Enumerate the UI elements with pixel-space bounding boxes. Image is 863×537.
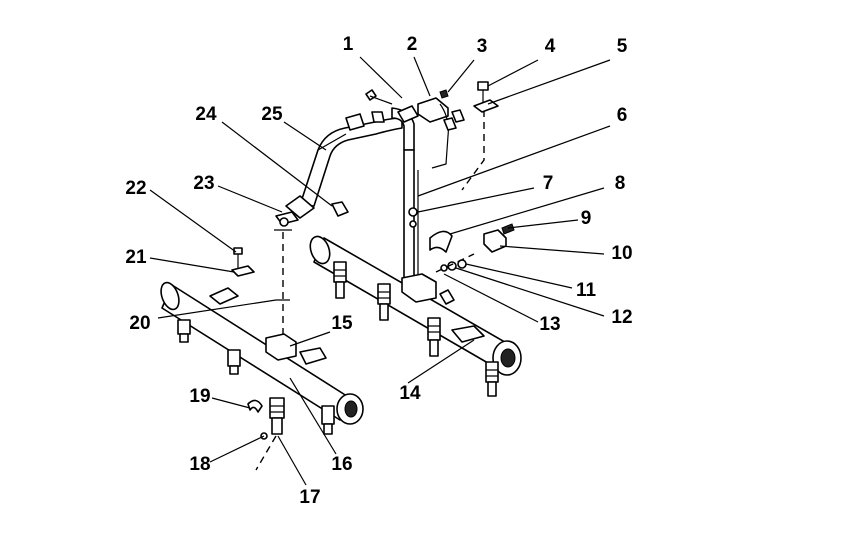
leader-line [465, 263, 573, 289]
injector [227, 349, 241, 375]
leader-line [499, 245, 605, 255]
leader-line [211, 397, 251, 409]
leader-line [507, 219, 579, 229]
injector [377, 283, 391, 321]
leader-line [217, 185, 283, 213]
injector [427, 317, 441, 357]
callout-18: 18 [189, 454, 210, 475]
callout-11: 11 [576, 280, 597, 301]
injector [177, 319, 191, 343]
callout-14: 14 [399, 383, 421, 404]
callout-19: 19 [189, 386, 210, 407]
callout-15: 15 [331, 313, 353, 334]
right-rail-injectors [333, 261, 499, 397]
injector [321, 405, 335, 435]
right-fuel-rail [309, 235, 522, 376]
crossover-pipe [299, 89, 457, 207]
leader-line [443, 273, 539, 323]
callout-22: 22 [125, 178, 146, 199]
leader-line [487, 59, 611, 105]
left-pipe-bracket [275, 195, 349, 227]
leader-line [487, 59, 539, 87]
leader-line [407, 339, 475, 384]
callout-2: 2 [407, 34, 418, 55]
diagram-parts [160, 81, 522, 471]
callout-13: 13 [539, 314, 560, 335]
callout-labels: 1 2 3 4 5 6 7 8 9 10 11 12 13 14 15 16 1… [125, 34, 632, 508]
callout-7: 7 [543, 173, 554, 194]
leader-line [417, 125, 611, 197]
leader-line [289, 377, 337, 455]
leader-line [277, 435, 307, 486]
callout-21: 21 [125, 247, 147, 268]
callout-17: 17 [299, 487, 320, 508]
injector [333, 261, 347, 299]
loose-injector [247, 397, 285, 471]
callout-9: 9 [581, 208, 592, 229]
leader-line [359, 56, 403, 99]
callout-10: 10 [611, 243, 632, 264]
leader-line [289, 331, 331, 347]
callout-12: 12 [611, 307, 632, 328]
leader-line [283, 121, 327, 151]
callout-24: 24 [195, 104, 217, 125]
leader-line [221, 121, 333, 207]
callout-6: 6 [617, 105, 628, 126]
callout-20: 20 [129, 313, 150, 334]
left-rail-injectors [177, 319, 335, 435]
leader-line [157, 299, 277, 319]
leader-line [447, 59, 475, 93]
callout-25: 25 [261, 104, 283, 125]
leader-line [455, 267, 605, 317]
bolt-and-bracket-left [231, 247, 255, 277]
callout-16: 16 [331, 454, 352, 475]
bolt-and-clip [451, 81, 499, 123]
injector [485, 361, 499, 397]
leader-lines [149, 56, 611, 486]
leader-line [449, 187, 605, 235]
callout-8: 8 [615, 173, 626, 194]
leader-line [149, 189, 237, 253]
left-fuel-rail [160, 229, 364, 425]
leader-line [209, 435, 265, 463]
callout-1: 1 [343, 34, 354, 55]
callout-3: 3 [477, 36, 488, 57]
callout-4: 4 [545, 36, 556, 57]
leader-line [413, 56, 431, 97]
callout-23: 23 [193, 173, 214, 194]
leader-line [417, 187, 535, 213]
leader-line [149, 257, 235, 273]
callout-5: 5 [617, 36, 628, 57]
